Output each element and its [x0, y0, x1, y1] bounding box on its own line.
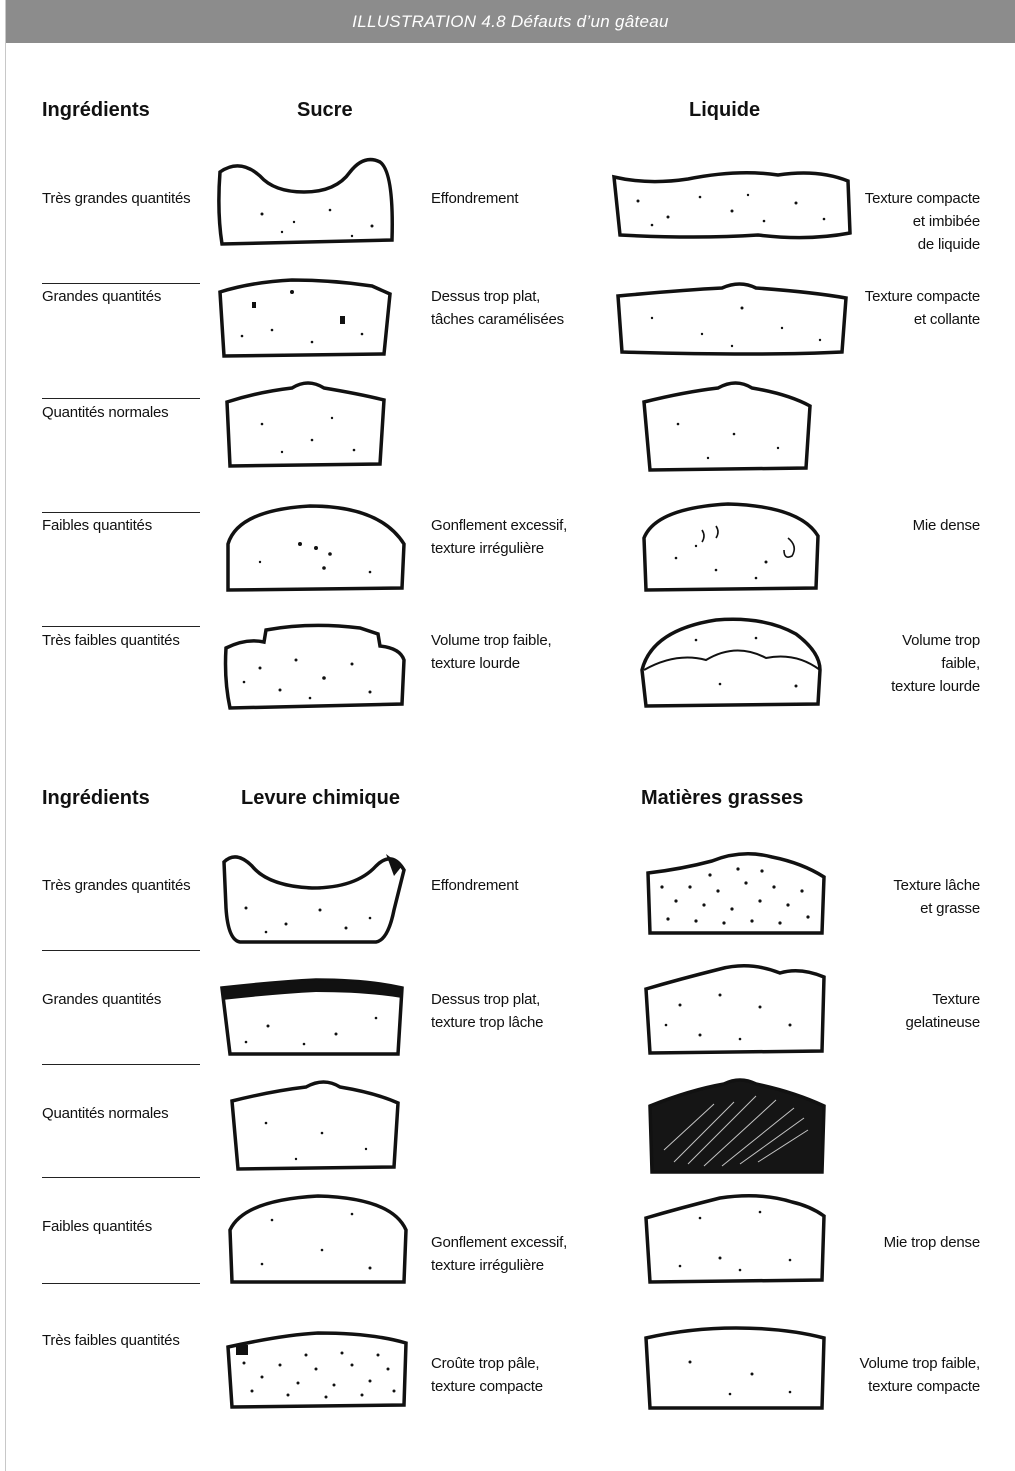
row-divider: [42, 626, 200, 627]
lumpy-cake-icon: [220, 620, 410, 715]
normal-cake-icon: [638, 378, 818, 476]
baking-desc-very-small: Croûte trop pâle, texture compacte: [431, 1352, 543, 1398]
domed-cake-icon: [220, 498, 408, 598]
flat-cake-icon: [212, 272, 397, 362]
row-label-very-large: Très grandes quantités: [42, 187, 190, 210]
dense-crumb-cake-icon: [636, 498, 824, 598]
normal-dark-cake-icon: [644, 1074, 830, 1178]
row-label-large-2: Grandes quantités: [42, 988, 161, 1011]
row-label-very-small-2: Très faibles quantités: [42, 1329, 180, 1352]
row-divider: [42, 512, 200, 513]
normal-cake-icon: [222, 378, 390, 473]
row-label-very-small: Très faibles quantités: [42, 629, 180, 652]
fats-desc-large: Texture gelatineuse: [905, 988, 980, 1034]
row-divider: [42, 1177, 200, 1178]
illustration-title: ILLUSTRATION 4.8 Défauts d’un gâteau: [6, 0, 1015, 43]
flat-dense-cake-icon: [608, 165, 856, 245]
baking-desc-large: Dessus trop plat, texture trop lâche: [431, 988, 543, 1034]
baking-desc-very-large: Effondrement: [431, 874, 518, 897]
sugar-desc-large: Dessus trop plat, tâches caramélisées: [431, 285, 564, 331]
sugar-desc-small: Gonflement excessif, texture irrégulière: [431, 514, 567, 560]
row-divider: [42, 950, 200, 951]
baking-desc-small: Gonflement excessif, texture irrégulière: [431, 1231, 567, 1277]
ingredients-header-2: Ingrédients: [42, 787, 150, 810]
sugar-desc-very-large: Effondrement: [431, 187, 518, 210]
liquid-desc-very-large: Texture compacte et imbibée de liquide: [865, 187, 980, 256]
row-label-small: Faibles quantités: [42, 514, 152, 537]
liquid-desc-large: Texture compacte et collante: [865, 285, 980, 331]
sugar-header: Sucre: [297, 99, 353, 122]
sugar-desc-very-small: Volume trop faible, texture lourde: [431, 629, 551, 675]
row-divider: [42, 283, 200, 284]
row-divider: [42, 398, 200, 399]
ingredients-header: Ingrédients: [42, 99, 150, 122]
flat-open-cake-icon: [216, 968, 408, 1060]
normal-cake-icon: [226, 1077, 406, 1175]
collapsed-cake-icon: [212, 152, 397, 248]
row-label-very-large-2: Très grandes quantités: [42, 874, 190, 897]
liquid-desc-small: Mie dense: [913, 514, 980, 537]
flat-sticky-cake-icon: [612, 278, 852, 358]
fats-header: Matières grasses: [641, 787, 803, 810]
page-border: [5, 0, 6, 1471]
liquid-header: Liquide: [689, 99, 760, 122]
baking-powder-header: Levure chimique: [241, 787, 400, 810]
liquid-desc-very-small: Volume trop faible, texture lourde: [891, 629, 980, 698]
gelatinous-cake-icon: [640, 955, 830, 1059]
row-label-small-2: Faibles quantités: [42, 1215, 152, 1238]
fats-desc-small: Mie trop dense: [884, 1231, 980, 1254]
domed-cake-icon: [222, 1190, 412, 1290]
dense-cake-icon: [640, 1188, 830, 1288]
collapsed-cake-icon: [216, 848, 408, 948]
row-label-normal-2: Quantités normales: [42, 1102, 168, 1125]
row-divider: [42, 1283, 200, 1284]
row-label-large: Grandes quantités: [42, 285, 161, 308]
low-volume-cake-icon: [640, 1322, 830, 1414]
row-divider: [42, 1064, 200, 1065]
greasy-cake-icon: [642, 843, 828, 939]
row-label-normal: Quantités normales: [42, 401, 168, 424]
fats-desc-very-large: Texture lâche et grasse: [893, 874, 980, 920]
fats-desc-very-small: Volume trop faible, texture compacte: [860, 1352, 980, 1398]
pale-crust-cake-icon: [222, 1325, 412, 1413]
low-volume-cake-icon: [636, 612, 824, 712]
